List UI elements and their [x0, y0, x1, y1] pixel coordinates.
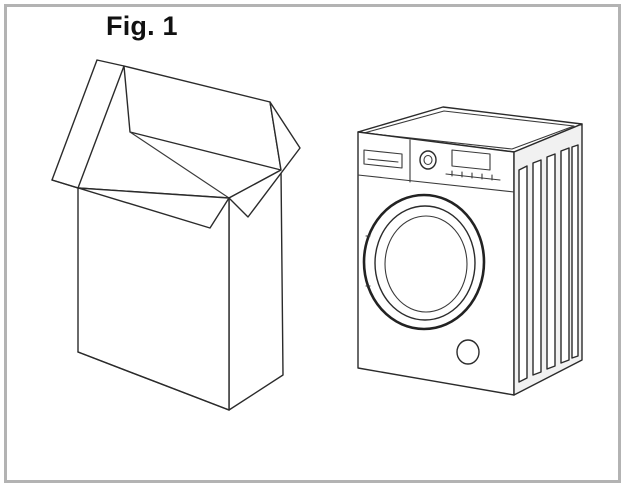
box-left-flap [51, 59, 125, 189]
side-rib [518, 165, 528, 383]
open-cardboard-box-icon [51, 59, 301, 411]
control-panel-bottom-line [357, 174, 515, 193]
figure-title: Fig. 1 [106, 11, 178, 41]
door-glass [384, 215, 468, 313]
front-load-washing-machine-icon [357, 106, 583, 396]
side-rib [571, 144, 579, 359]
box-back-flap [123, 65, 282, 171]
program-knob-center [423, 154, 433, 166]
filter-cover [456, 339, 480, 365]
button-row-ticks [451, 170, 493, 181]
washer-top-inner [363, 110, 575, 150]
detergent-drawer-handle [367, 158, 399, 163]
door-middle-ring [374, 205, 476, 321]
button-row [445, 173, 501, 181]
box-bottom-edge [77, 351, 230, 411]
display-panel [451, 149, 491, 171]
program-knob [419, 150, 437, 170]
box-front-flap [51, 179, 230, 229]
detergent-drawer [363, 149, 403, 169]
side-rib [546, 153, 556, 370]
side-rib [532, 159, 542, 376]
door-hinges [365, 235, 371, 287]
box-right-flap [228, 101, 301, 218]
box-inner-edge [129, 131, 230, 199]
side-rib [560, 147, 570, 364]
